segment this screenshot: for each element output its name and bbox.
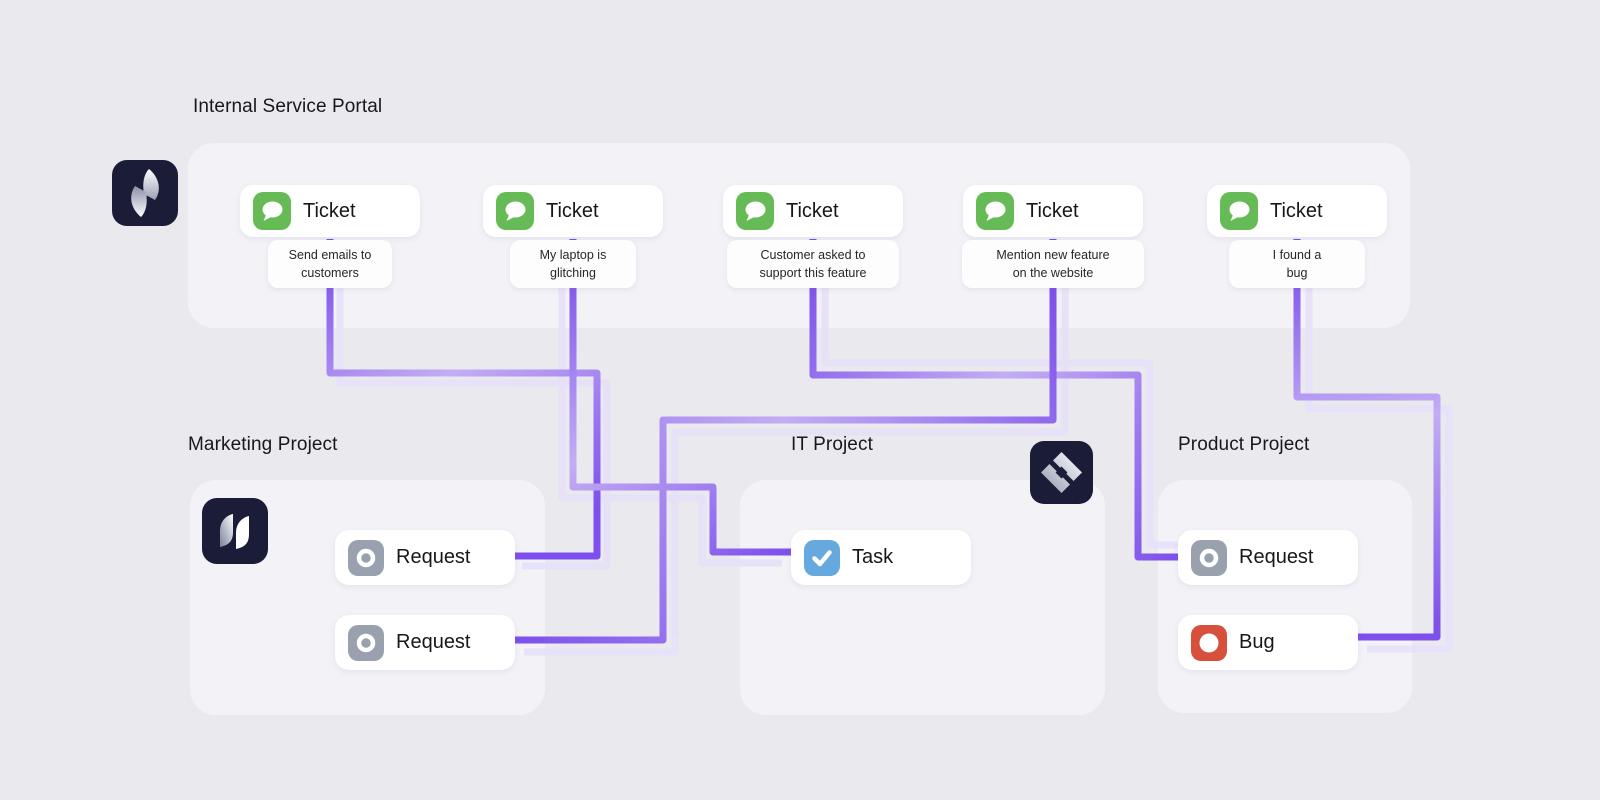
ticket-note-4: Mention new feature on the website <box>962 240 1144 288</box>
ticket-card-1: Ticket <box>240 185 420 237</box>
bug-icon <box>1191 624 1227 661</box>
it-project-panel <box>740 480 1105 715</box>
ticket-label: Ticket <box>303 199 356 222</box>
task-label: Task <box>852 546 894 568</box>
portal-title: Internal Service Portal <box>193 96 383 117</box>
request-icon <box>348 624 384 661</box>
request-icon <box>348 539 384 576</box>
marketing-project-title: Marketing Project <box>188 434 338 455</box>
wire-ticket1-to-marketing-request1 <box>326 239 601 560</box>
ticket-icon <box>496 192 534 230</box>
jira-service-management-logo <box>112 160 178 226</box>
request-label: Request <box>1239 546 1314 568</box>
ticket-label: Ticket <box>546 199 599 222</box>
product-request-card: Request <box>1178 530 1358 585</box>
request-label: Request <box>396 631 471 653</box>
ticket-label: Ticket <box>1270 199 1323 222</box>
wire-ticket4-to-marketing-request2 <box>512 239 1057 644</box>
ticket-note-5: I found a bug <box>1229 240 1365 288</box>
wire-ticket2-to-it-task <box>569 239 793 556</box>
wire-ticket5-to-product-bug <box>1293 239 1441 641</box>
ticket-icon <box>736 192 774 230</box>
ticket-note-2: My laptop is glitching <box>510 240 636 288</box>
it-project-title: IT Project <box>791 434 873 455</box>
ticket-card-2: Ticket <box>483 185 663 237</box>
ticket-icon <box>253 192 291 230</box>
jira-work-management-logo <box>202 498 268 564</box>
ticket-icon <box>1220 192 1258 230</box>
wire-echoes <box>336 249 1453 656</box>
ticket-card-5: Ticket <box>1207 185 1387 237</box>
ticket-card-3: Ticket <box>723 185 903 237</box>
request-icon <box>1191 539 1227 576</box>
ticket-label: Ticket <box>1026 199 1079 222</box>
product-project-panel <box>1158 480 1412 713</box>
product-bug-card: Bug <box>1178 615 1358 670</box>
product-project-title: Product Project <box>1178 434 1310 455</box>
marketing-request-1-card: Request <box>335 530 515 585</box>
it-task-card: Task <box>791 530 971 585</box>
ticket-label: Ticket <box>786 199 839 222</box>
ticket-card-4: Ticket <box>963 185 1143 237</box>
ticket-note-1: Send emails to customers <box>268 240 392 288</box>
task-icon <box>804 539 840 576</box>
bug-label: Bug <box>1239 631 1275 653</box>
request-label: Request <box>396 546 471 568</box>
ticket-icon <box>976 192 1014 230</box>
marketing-request-2-card: Request <box>335 615 515 670</box>
jira-logo <box>1030 441 1093 504</box>
ticket-note-3: Customer asked to support this feature <box>727 240 899 288</box>
wire-ticket3-to-product-request <box>809 239 1180 561</box>
